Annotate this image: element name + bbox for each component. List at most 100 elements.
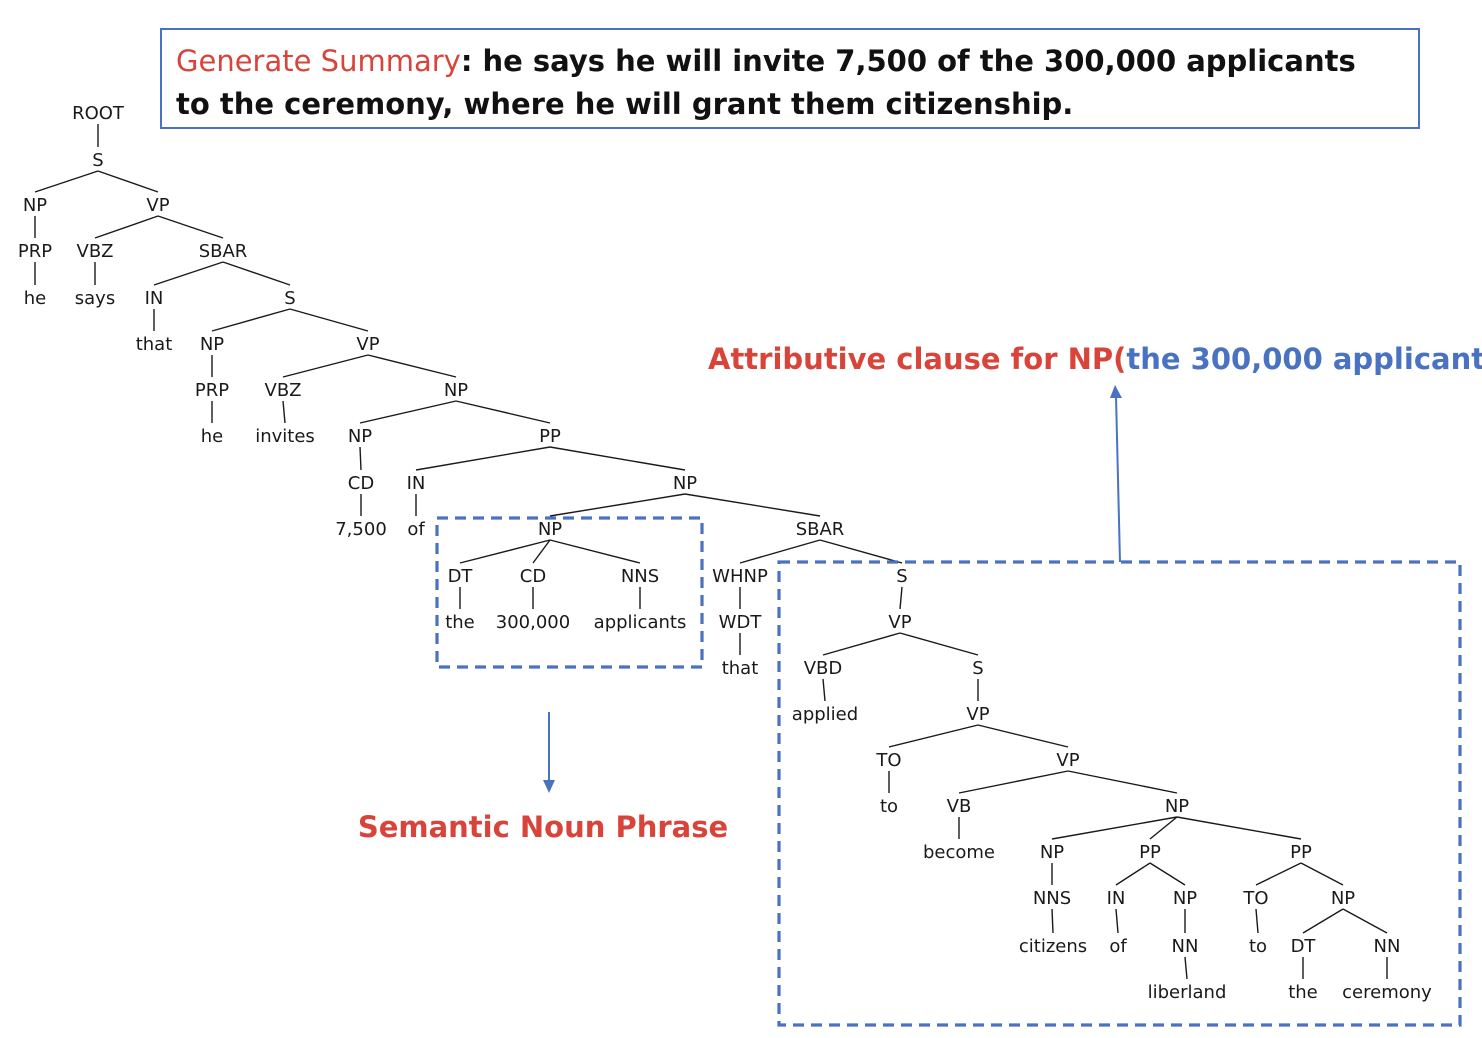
tree-node-64: NN [1374,936,1401,957]
tree-edge-49 [1051,816,1178,840]
tree-node-12: NP [200,334,224,355]
tree-node-9: IN [145,288,164,309]
tree-node-43: TO [875,750,901,771]
tree-token-65: ceremony [1342,982,1432,1003]
tree-node-37: S [896,566,907,587]
tree-node-49: NP [1040,842,1064,863]
tree-edge-20 [359,446,362,471]
tree-node-16: VBZ [265,380,302,401]
generated-summary-separator: : [460,44,483,78]
tree-node-3: PRP [18,241,52,262]
tree-node-20: CD [348,473,374,494]
tree-edge-59 [1255,862,1302,886]
tree-edge-43 [888,724,979,748]
tree-edge-53 [1115,862,1151,886]
tree-edge-11 [222,261,291,286]
tree-node-53: IN [1107,888,1126,909]
tree-token-14: he [201,426,223,447]
tree-token-21: 7,500 [335,519,387,540]
tree-edge-58 [1176,816,1302,840]
tree-token-10: that [136,334,173,355]
tree-node-0: ROOT [72,103,125,124]
tree-node-45: VP [1056,750,1079,771]
semantic-noun-phrase-label: Semantic Noun Phrase [358,810,728,844]
tree-edge-29 [532,539,551,564]
tree-node-29: CD [520,566,546,587]
tree-edge-62 [1302,908,1344,934]
tree-node-61: NP [1331,888,1355,909]
tree-edge-55 [1149,862,1186,886]
tree-node-42: VP [966,704,989,725]
tree-node-62: DT [1291,936,1317,957]
tree-edge-34 [739,539,821,564]
tree-edges [34,124,1388,980]
tree-token-24: of [407,519,425,540]
tree-node-27: DT [448,566,474,587]
tree-edge-9 [153,261,224,286]
tree-node-2: NP [23,195,47,216]
tree-edge-61 [1300,862,1344,886]
tree-edge-19 [359,400,457,424]
down-arrow-head [543,780,555,793]
tree-node-38: VP [888,612,911,633]
tree-edge-27 [459,539,551,564]
tree-token-36: that [722,658,759,679]
tree-node-22: PP [539,426,561,447]
generated-summary-box: Generate Summary: he says he will invite… [160,28,1420,129]
tree-node-59: TO [1242,888,1268,909]
tree-token-44: to [880,796,898,817]
tree-edge-52 [1149,816,1178,840]
tree-edge-60 [1255,908,1259,934]
tree-edge-48 [1067,770,1178,794]
tree-node-39: VBD [804,658,843,679]
tree-edge-46 [958,770,1069,794]
attributive-clause-prefix: Attributive clause for NP( [708,342,1126,376]
tree-token-4: he [24,288,46,309]
tree-edge-15 [289,308,369,332]
tree-edge-17 [282,400,286,424]
tree-node-26: NP [538,519,562,540]
tree-edge-39 [822,632,901,656]
tree-node-19: NP [348,426,372,447]
tree-token-28: the [445,612,475,633]
tree-token-54: of [1109,936,1127,957]
tree-edge-45 [977,724,1069,748]
tree-node-25: NP [673,473,697,494]
tree-edge-64 [1342,908,1388,934]
tree-node-5: VP [146,195,169,216]
tree-edge-33 [684,493,821,517]
tree-node-11: S [284,288,295,309]
tree-edge-26 [549,493,686,517]
tree-edge-51 [1051,908,1054,934]
attributive-clause-box [777,560,1462,1027]
tree-node-48: NP [1165,796,1189,817]
tree-edge-23 [415,446,551,471]
tree-node-15: VP [356,334,379,355]
semantic-noun-phrase-box [435,516,704,669]
tree-edge-41 [899,632,979,656]
tree-edge-40 [822,678,826,702]
tree-node-58: PP [1290,842,1312,863]
tree-edge-57 [1184,956,1188,980]
tree-node-1: S [92,150,103,171]
tree-token-17: invites [255,426,315,447]
tree-node-56: NN [1172,936,1199,957]
tree-node-46: VB [947,796,972,817]
tree-edge-6 [94,215,159,239]
tree-node-33: SBAR [796,519,845,540]
tree-edge-25 [549,446,686,471]
tree-node-55: NP [1173,888,1197,909]
attributive-clause-label: Attributive clause for NP(the 300,000 ap… [708,342,1482,376]
tree-token-51: citizens [1019,936,1087,957]
tree-node-50: NNS [1033,888,1071,909]
tree-edge-2 [34,170,99,193]
tree-node-35: WDT [719,612,763,633]
generated-summary-label: Generate Summary [176,44,461,78]
up-arrow-head [1110,385,1122,398]
tree-node-8: SBAR [199,241,248,262]
tree-edge-38 [899,586,903,610]
tree-node-6: VBZ [77,241,114,262]
tree-token-40: applied [792,704,858,725]
attributive-clause-np: the 300,000 applicants [1126,342,1482,376]
